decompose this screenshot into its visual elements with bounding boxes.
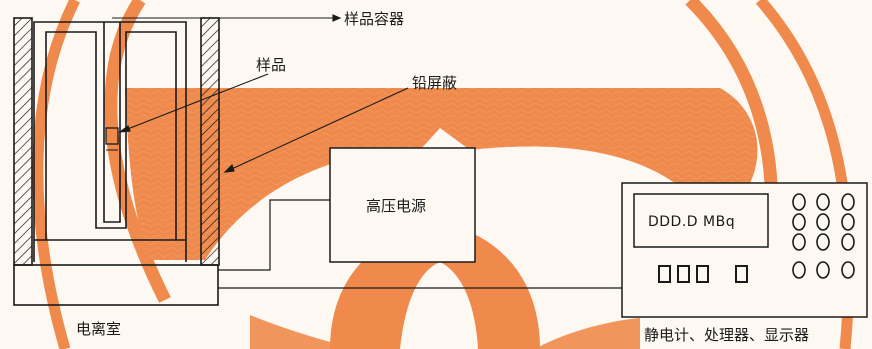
- knob-1-2: [816, 193, 830, 211]
- display-screen: [633, 193, 769, 248]
- knob-1-3: [841, 193, 855, 211]
- indicator-square-2: [677, 265, 690, 283]
- knob-3-3: [841, 233, 855, 251]
- sample-container: [103, 22, 121, 223]
- knob-4-2: [816, 261, 830, 279]
- indicator-square-3: [696, 265, 709, 283]
- arrow-sample: [118, 125, 131, 133]
- arrow-lead-shield: [223, 163, 235, 173]
- leader-sample: [119, 73, 269, 133]
- electrometer-unit: [621, 182, 868, 318]
- sample: [105, 127, 119, 145]
- chamber-outer-wall: [33, 21, 187, 262]
- lead-shield-right: [200, 17, 220, 266]
- chamber-inner-wall: [45, 31, 177, 240]
- watermark-logo: [32, 0, 855, 349]
- indicator-square-4: [735, 265, 748, 283]
- label-hv-supply: 高压电源: [366, 197, 426, 215]
- ion-chamber-base: [13, 264, 219, 306]
- knob-2-1: [792, 213, 806, 231]
- label-sample: 样品: [256, 56, 286, 74]
- lead-shield-left: [13, 17, 33, 266]
- knob-4-3: [841, 261, 855, 279]
- knob-grid: [792, 193, 855, 279]
- knob-1-1: [792, 193, 806, 211]
- hv-supply-box: [329, 147, 476, 263]
- leader-lines: [112, 14, 409, 173]
- indicator-square-1: [658, 265, 671, 283]
- arrow-sample-container: [332, 14, 342, 22]
- label-electrometer: 静电计、处理器、显示器: [644, 326, 809, 344]
- knob-4-1: [792, 261, 806, 279]
- leader-lead-shield: [224, 87, 409, 173]
- knob-2-3: [841, 213, 855, 231]
- knob-2-2: [816, 213, 830, 231]
- display-reading: DDD.D MBq: [648, 214, 735, 230]
- wiring: [218, 199, 622, 289]
- label-ion-chamber: 电离室: [76, 320, 121, 338]
- knob-3-1: [792, 233, 806, 251]
- label-lead-shield: 铅屏蔽: [412, 74, 457, 92]
- label-sample-container: 样品容器: [344, 10, 404, 28]
- ion-chamber-assembly: [13, 17, 220, 306]
- wire-hv-to-chamber: [218, 199, 330, 271]
- knob-3-2: [816, 233, 830, 251]
